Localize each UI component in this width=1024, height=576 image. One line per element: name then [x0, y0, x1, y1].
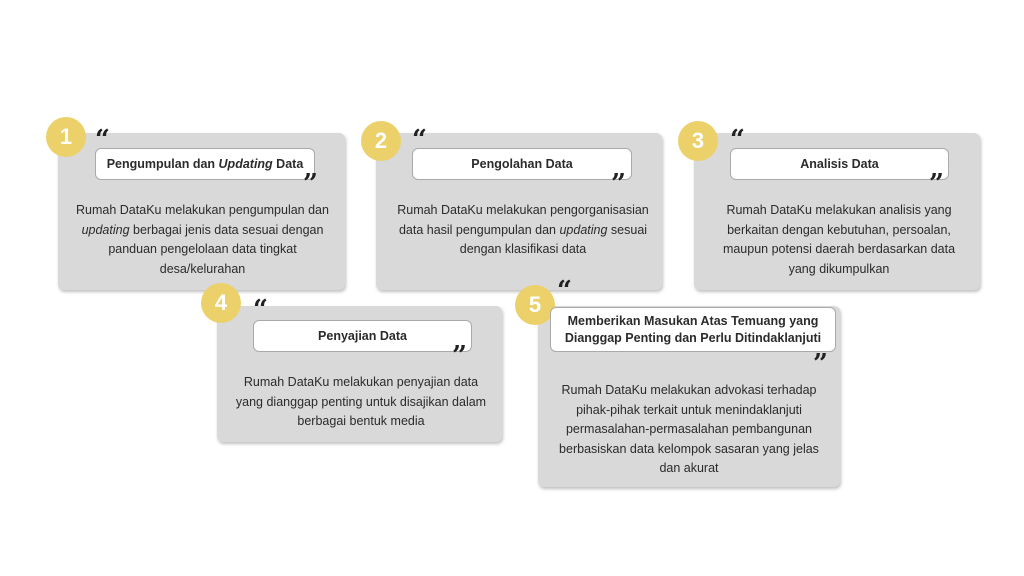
- step-description: Rumah DataKu melakukan pengumpulan dan u…: [76, 203, 329, 276]
- step-title: Pengolahan Data: [412, 148, 632, 180]
- close-quote-icon: ”: [611, 169, 626, 199]
- close-quote-icon: ”: [813, 349, 828, 379]
- open-quote-icon: “: [253, 295, 268, 325]
- step-number-badge: 1: [46, 117, 86, 157]
- close-quote-icon: ”: [303, 169, 318, 199]
- step-title: Pengumpulan dan Updating Data: [95, 148, 315, 180]
- step-number-badge: 3: [678, 121, 718, 161]
- step-description: Rumah DataKu melakukan pengorganisasian …: [397, 203, 649, 256]
- open-quote-icon: “: [557, 276, 572, 306]
- open-quote-icon: “: [730, 125, 745, 155]
- step-number-badge: 2: [361, 121, 401, 161]
- step-number-badge: 5: [515, 285, 555, 325]
- open-quote-icon: “: [412, 125, 427, 155]
- step-title: Memberikan Masukan Atas Temuang yang Dia…: [550, 307, 836, 352]
- step-title: Penyajian Data: [253, 320, 472, 352]
- open-quote-icon: “: [95, 125, 110, 155]
- step-description: Rumah DataKu melakukan penyajian data ya…: [235, 375, 487, 428]
- close-quote-icon: ”: [929, 169, 944, 199]
- step-number-badge: 4: [201, 283, 241, 323]
- close-quote-icon: ”: [452, 341, 467, 371]
- step-description: Rumah DataKu melakukan advokasi terhadap…: [559, 383, 819, 475]
- step-description: Rumah DataKu melakukan analisis yang ber…: [722, 203, 956, 276]
- step-title: Analisis Data: [730, 148, 949, 180]
